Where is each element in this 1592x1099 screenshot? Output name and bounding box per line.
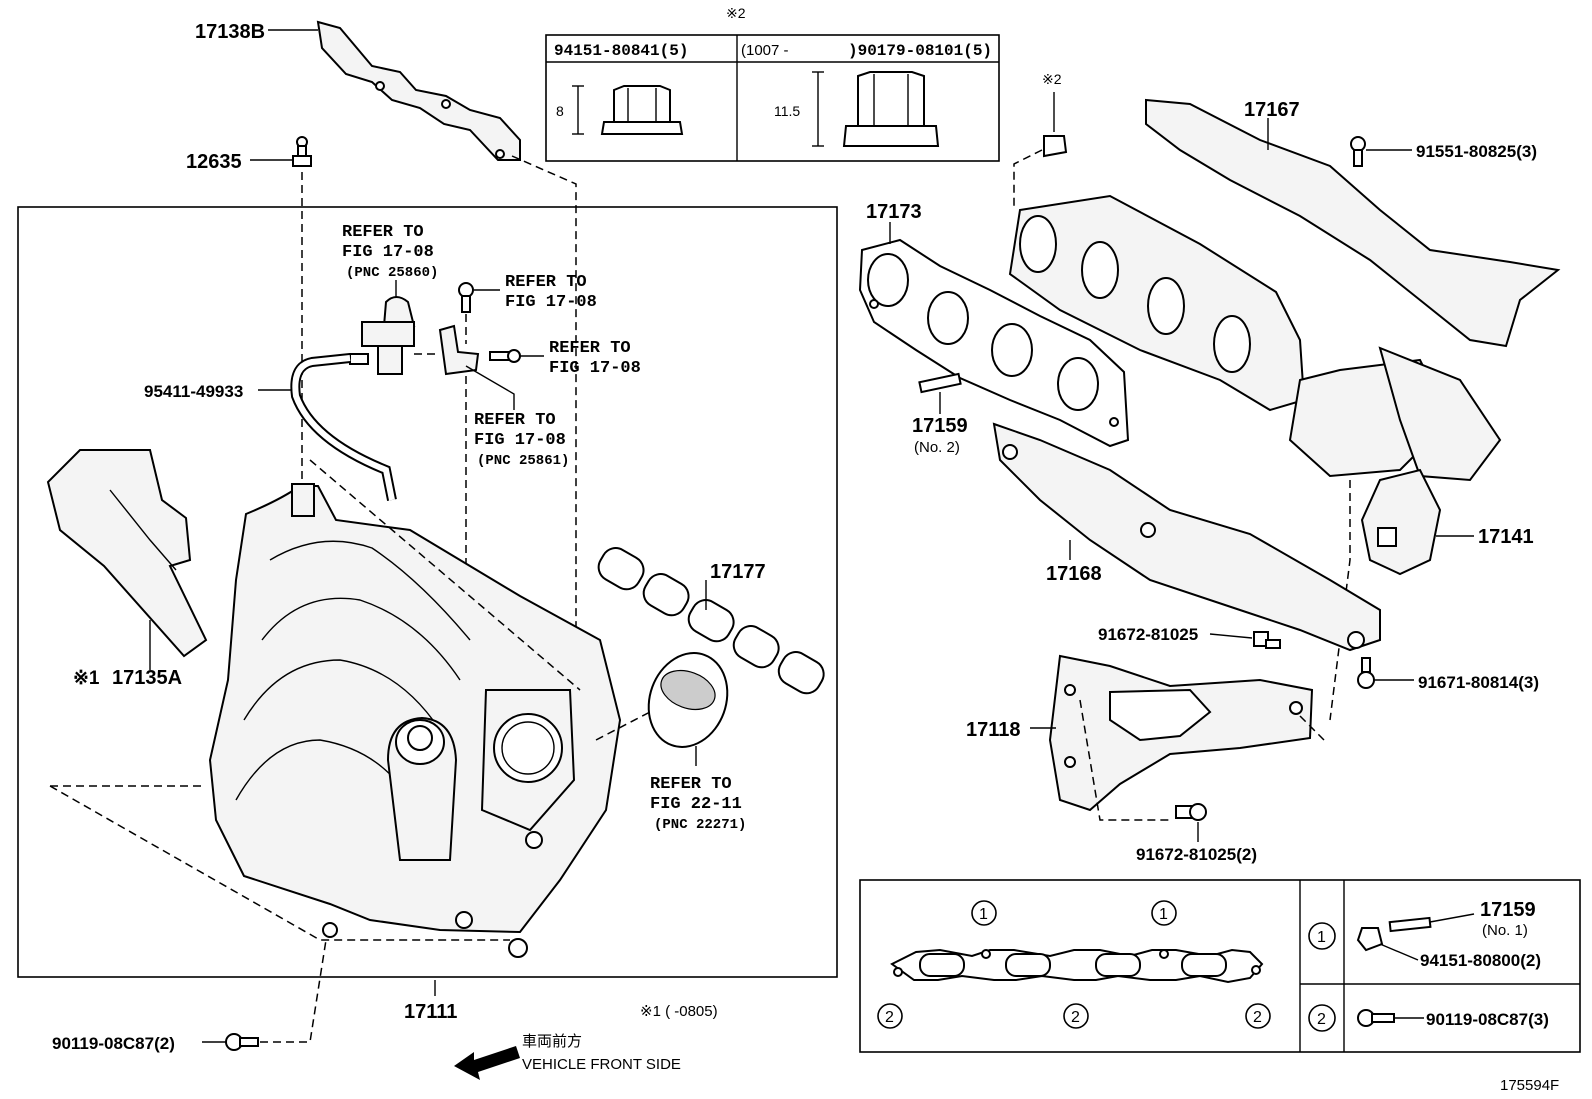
bolt-90119: [225, 1033, 259, 1051]
label-17111: 17111: [404, 1001, 457, 1023]
nut-note2-icon: [1043, 135, 1068, 158]
label-17159-sub: (No. 2): [914, 439, 960, 456]
label-17141: 17141: [1478, 526, 1534, 548]
label-90119: 90119-08C87(2): [52, 1034, 175, 1053]
label-17167: 17167: [1244, 99, 1300, 121]
manifold-insulator-17138b: [316, 20, 521, 161]
refer-1-line2: FIG 17-08: [342, 243, 434, 262]
nut-table-note: ※2: [726, 5, 746, 21]
vsv-bracket: [438, 324, 480, 376]
bolt-90119-08c87-3: [1357, 1009, 1395, 1027]
refer-3-line2: FIG 17-08: [549, 359, 641, 378]
callout-2a: 2: [885, 1009, 894, 1026]
bolt-ref3: [489, 349, 521, 363]
label-17168: 17168: [1046, 563, 1102, 585]
callout-2c: 2: [1253, 1009, 1262, 1026]
label-12635: 12635: [186, 151, 242, 173]
vacuum-hose-95411: [290, 353, 397, 501]
vehicle-front-arrow-icon: [454, 1046, 520, 1080]
exhaust-manifold: [1008, 194, 1502, 482]
nut-table-col2-header: )90179-08101(5): [848, 42, 992, 60]
callout-1b: 1: [1159, 906, 1168, 923]
label-17138b: 17138B: [195, 21, 265, 43]
refer-3-line1: REFER TO: [549, 339, 631, 358]
stud-17159-no1: [1388, 916, 1432, 933]
label-17159: 17159: [912, 415, 968, 437]
bolt-ref2: [458, 282, 474, 313]
bolt-91551: [1350, 136, 1366, 167]
row1-part-sub: (No. 1): [1482, 922, 1528, 939]
label-17173: 17173: [866, 201, 922, 223]
label-17177: 17177: [710, 561, 766, 583]
refer-4-line3: (PNC 25861): [477, 453, 569, 469]
air-duct-17135a: [46, 449, 208, 658]
nut-table: 94151-80841(5) (1007 - )90179-08101(5) ※…: [545, 5, 1000, 162]
bolt-91672a: [1253, 631, 1281, 649]
gasket-detail-table: 1 1 2 2 2 1 2 17159 (No. 1) 94151-80800(…: [859, 879, 1581, 1053]
label-91672b: 91672-81025(2): [1136, 845, 1257, 864]
stud-17159-no2: [918, 372, 962, 394]
flange-nut-large-icon: [842, 71, 940, 147]
bolt-91671: [1357, 657, 1375, 689]
nut-dim-2: 11.5: [774, 103, 800, 119]
bracket-17141: [1360, 468, 1442, 576]
refer-2-line2: FIG 17-08: [505, 293, 597, 312]
refer-5-line1: REFER TO: [650, 775, 732, 794]
stud-12635: [292, 136, 312, 167]
row-callout-1: 1: [1317, 929, 1326, 946]
label-91551: 91551-80825(3): [1416, 142, 1537, 161]
refer-2-line1: REFER TO: [505, 273, 587, 292]
label-95411: 95411-49933: [144, 382, 243, 401]
label-17135a: 17135A: [112, 667, 182, 689]
label-91671: 91671-80814(3): [1418, 673, 1539, 692]
nut-94151-80800: [1356, 927, 1384, 952]
callout-1a: 1: [979, 906, 988, 923]
callout-2b: 2: [1071, 1009, 1080, 1026]
row1-part: 17159: [1480, 899, 1536, 921]
intake-gasket-17177: [597, 547, 825, 695]
refer-4-line2: FIG 17-08: [474, 431, 566, 450]
intake-assembly-frame: [17, 206, 838, 978]
heat-shield-17167: [1145, 98, 1561, 348]
label-17118: 17118: [966, 719, 1021, 741]
direction-jp: 車両前方: [522, 1033, 582, 1050]
label-91672a: 91672-81025: [1098, 625, 1198, 644]
nut-table-col2-prefix: (1007 -: [741, 42, 789, 59]
label-17135a-prefix: ※1: [73, 668, 100, 689]
throttle-gasket: [647, 652, 729, 748]
direction-en: VEHICLE FRONT SIDE: [522, 1056, 681, 1073]
refer-1-line1: REFER TO: [342, 223, 424, 242]
refer-1-line3: (PNC 25860): [346, 265, 438, 281]
refer-4-line1: REFER TO: [474, 411, 556, 430]
flange-nut-small-icon: [600, 85, 684, 135]
vsv-valve: [349, 296, 416, 375]
row-callout-2: 2: [1317, 1011, 1326, 1028]
heat-shield-17168: [992, 422, 1381, 652]
exhaust-gasket-17173: [858, 238, 1130, 448]
refer-5-line2: FIG 22-11: [650, 795, 742, 814]
nut-dim-1: 8: [556, 103, 564, 119]
bolt-91672b: [1175, 803, 1207, 821]
row1-bolt: 94151-80800(2): [1420, 951, 1541, 970]
nut-table-col1-header: 94151-80841(5): [554, 42, 688, 60]
refer-5-line3: (PNC 22271): [654, 817, 746, 833]
intake-manifold-17111: [208, 483, 622, 958]
drawing-id: 175594F: [1500, 1077, 1559, 1094]
note1-label: ※1 ( -0805): [640, 1003, 718, 1020]
row2-bolt: 90119-08C87(3): [1426, 1010, 1549, 1029]
label-note2-small: ※2: [1042, 71, 1062, 87]
